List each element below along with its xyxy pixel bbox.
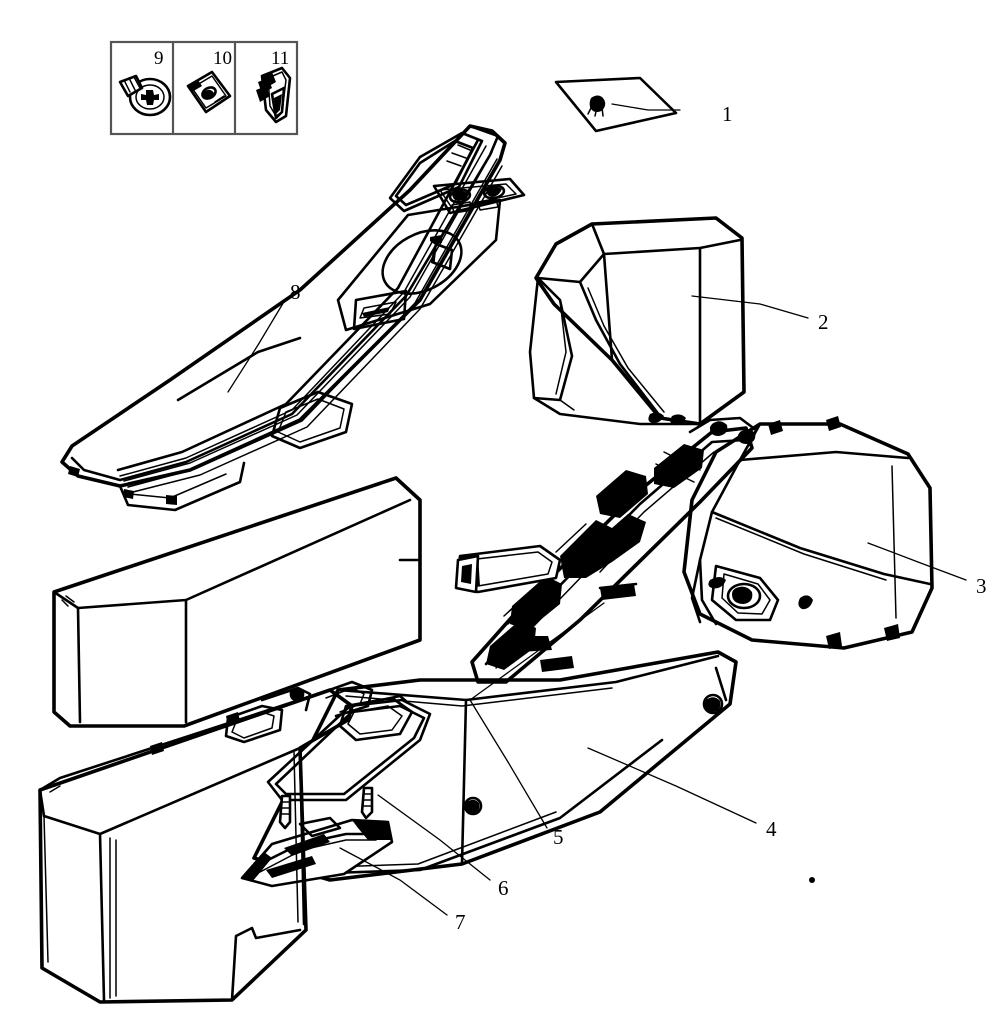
legend-number-11: 11 <box>271 48 289 69</box>
callout-label-7: 7 <box>455 910 466 934</box>
legend-icon-clip-plate <box>186 70 232 114</box>
callout-label-3: 3 <box>976 574 987 598</box>
callout-label-1: 1 <box>722 102 733 126</box>
callout-label-8: 8 <box>290 280 301 304</box>
leader-4 <box>587 747 757 824</box>
console-left-side-box-panel <box>52 476 422 728</box>
callout-label-2: 2 <box>818 310 829 334</box>
part-6-closing-plate <box>266 696 432 830</box>
callout-label-6: 6 <box>498 876 509 900</box>
part-7-mounting-bracket <box>240 816 394 888</box>
part-8-upper-console-trim-panel <box>60 124 526 512</box>
stray-mark <box>809 877 815 883</box>
fastener-legend-box: 9 10 11 <box>109 40 299 136</box>
leader-1 <box>611 103 681 111</box>
leader-3 <box>867 542 967 581</box>
leader-6 <box>377 794 491 881</box>
leader-8 <box>227 299 286 393</box>
leader-5 <box>469 602 605 829</box>
console-lower-base-body <box>38 680 374 1004</box>
legend-number-9: 9 <box>154 48 164 69</box>
leader-7 <box>339 847 448 916</box>
legend-icon-push-pin-clip <box>256 66 292 124</box>
callout-label-5: 5 <box>553 825 564 849</box>
part-3-rear-console-side-body <box>682 416 934 650</box>
part-2-armrest-lid-assembly <box>528 216 746 426</box>
leader-2 <box>691 295 809 319</box>
legend-icon-screw <box>118 74 172 117</box>
callout-leaders <box>227 103 967 916</box>
legend-number-10: 10 <box>213 48 232 69</box>
callout-label-4: 4 <box>766 817 777 841</box>
part-5-console-slide-mechanism <box>454 416 758 684</box>
